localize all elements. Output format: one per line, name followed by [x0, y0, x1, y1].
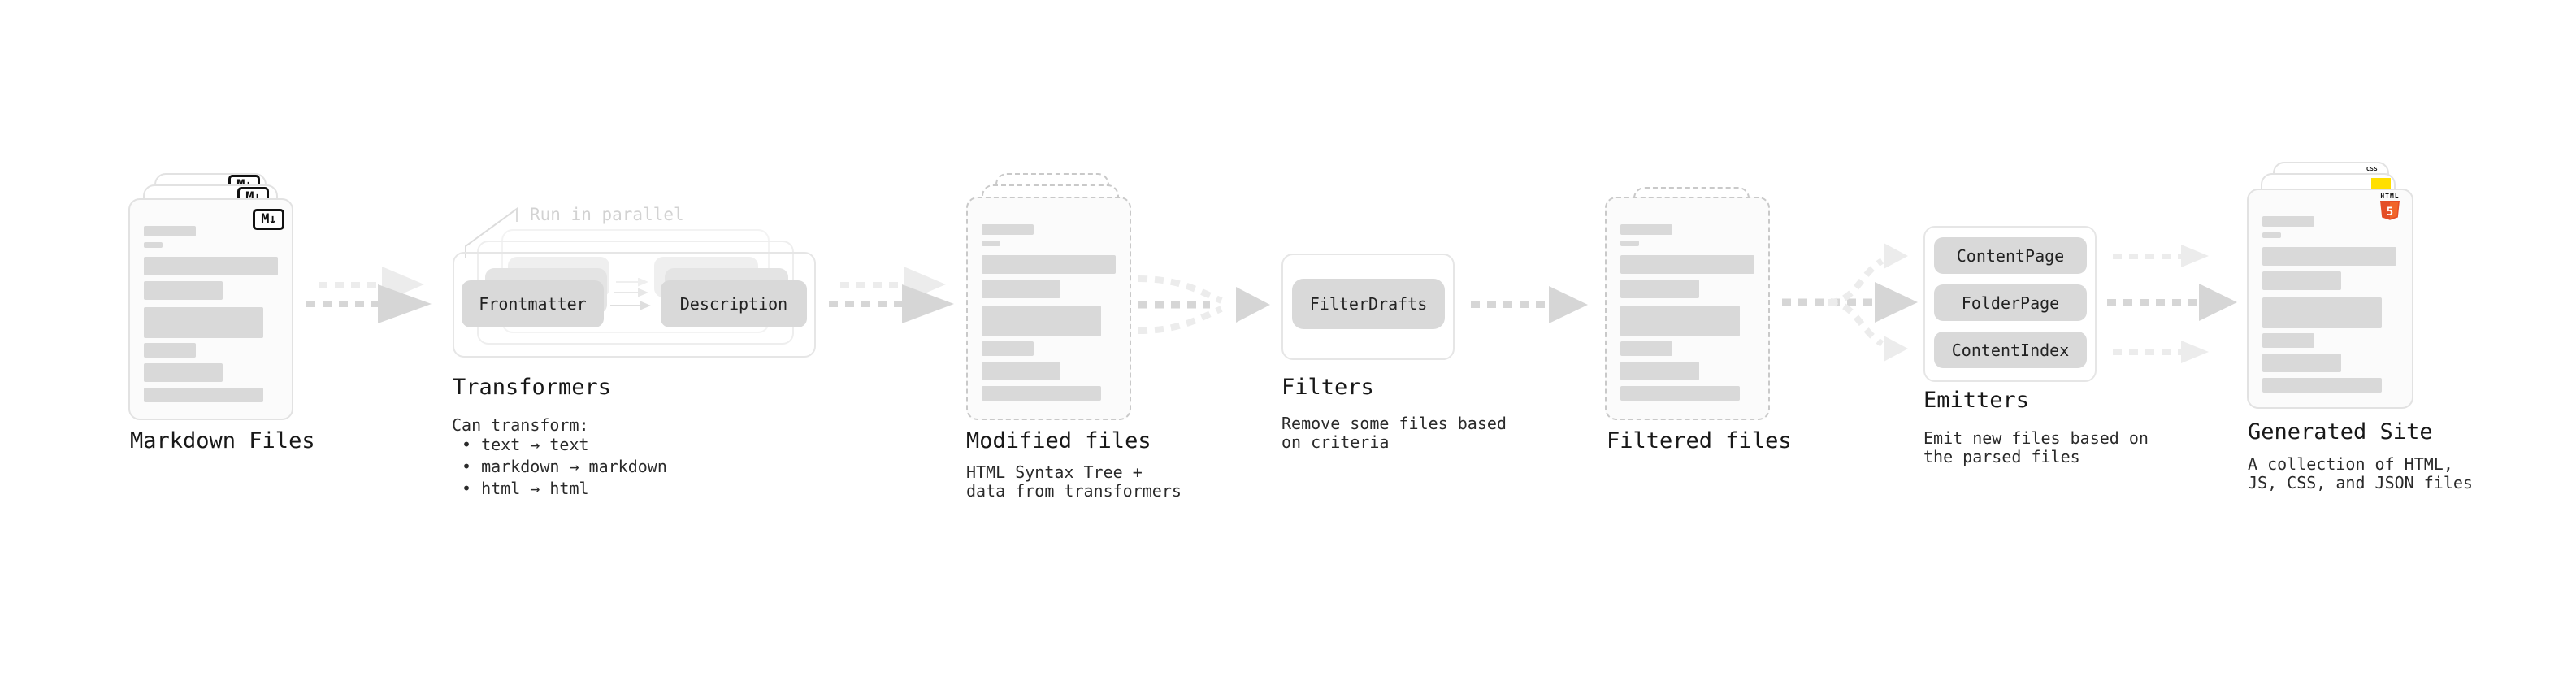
placeholder-bar: [2262, 297, 2382, 328]
modified-files-label: Modified files: [966, 428, 1151, 453]
placeholder-bar: [982, 306, 1101, 336]
split-arrowhead-top-icon: [1884, 243, 1908, 269]
markdown-file-front: M↓: [128, 198, 293, 420]
mini-arrow-icon: [616, 277, 648, 287]
filtered-files-label: Filtered files: [1607, 428, 1792, 453]
folderpage-pill: FolderPage: [1934, 284, 2087, 321]
flow-arrow-icon: [306, 284, 432, 323]
placeholder-bar: [1620, 341, 1672, 356]
placeholder-bar: [144, 343, 196, 358]
generated-site-desc: A collection of HTML, JS, CSS, and JSON …: [2248, 454, 2473, 492]
arrow-split-to-emitters: [1782, 243, 1918, 362]
arrow-merge-to-filters: [1138, 275, 1270, 334]
generated-site-label: Generated Site: [2248, 419, 2433, 445]
placeholder-bar: [1620, 362, 1699, 380]
mini-arrow-icon: [614, 288, 648, 297]
arrow-markdown-to-transformers: [306, 267, 445, 325]
filtered-file-front: [1605, 197, 1770, 420]
placeholder-bar: [982, 386, 1101, 401]
split-arrowhead-icon: [1875, 282, 1918, 323]
transformers-bullet-list: • text → text • markdown → markdown • ht…: [462, 434, 667, 500]
placeholder-bar: [144, 281, 223, 300]
arrow-emitters-mid: [2107, 284, 2237, 321]
placeholder-bar: [2262, 354, 2341, 372]
svg-text:5: 5: [2387, 206, 2393, 219]
bullet-item: • text → text: [462, 435, 589, 454]
run-in-parallel-note: Run in parallel: [530, 205, 684, 224]
placeholder-bar: [144, 307, 263, 338]
transformer-box-front: [453, 252, 816, 358]
placeholder-bar: [1620, 255, 1754, 274]
doc-content-placeholder: [144, 226, 278, 402]
markdown-files-label: Markdown Files: [130, 428, 315, 453]
bullet-item: • html → html: [462, 479, 589, 498]
merge-arrowhead-icon: [1236, 287, 1270, 323]
placeholder-bar: [2262, 271, 2341, 290]
frontmatter-pill: Frontmatter: [462, 280, 604, 327]
doc-content-placeholder: [982, 224, 1116, 401]
emitters-desc: Emit new files based on the parsed files: [1923, 428, 2149, 466]
placeholder-bar: [2262, 216, 2314, 227]
placeholder-bar: [2262, 247, 2396, 266]
placeholder-bar: [982, 280, 1060, 298]
doc-content-placeholder: [2262, 216, 2398, 393]
split-arrowhead-bottom-icon: [1884, 336, 1908, 362]
placeholder-bar: [2262, 378, 2382, 393]
doc-content-placeholder: [1620, 224, 1754, 401]
placeholder-bar: [144, 242, 163, 248]
placeholder-bar: [1620, 280, 1699, 298]
mini-arrow-icon: [610, 301, 651, 310]
placeholder-bar: [1620, 386, 1740, 401]
js-icon: [2371, 178, 2391, 189]
bullet-item: • markdown → markdown: [462, 457, 667, 476]
filterdrafts-pill: FilterDrafts: [1292, 279, 1445, 329]
transformers-desc-heading: Can transform:: [452, 415, 589, 435]
placeholder-bar: [1620, 306, 1740, 336]
placeholder-bar: [144, 388, 263, 402]
filters-box: [1281, 254, 1455, 360]
transformers-label: Transformers: [453, 375, 612, 400]
arrow-filters-to-filtered: [1471, 286, 1588, 323]
modified-file-front: [966, 197, 1131, 420]
modified-files-desc: HTML Syntax Tree + data from transformer…: [966, 462, 1182, 501]
placeholder-bar: [144, 363, 223, 382]
placeholder-bar: [982, 341, 1034, 356]
placeholder-bar: [144, 257, 278, 275]
arrow-emitters-bottom: [2113, 340, 2209, 363]
placeholder-bar: [144, 226, 196, 236]
contentpage-pill: ContentPage: [1934, 237, 2087, 274]
generated-file-html: HTML 5: [2247, 189, 2413, 409]
contentindex-pill: ContentIndex: [1934, 332, 2087, 368]
description-pill: Description: [661, 280, 807, 327]
placeholder-bar: [1620, 241, 1639, 246]
flow-arrow-icon: [829, 284, 954, 323]
placeholder-bar: [982, 255, 1116, 274]
filters-label: Filters: [1281, 375, 1374, 400]
emitters-box: [1923, 226, 2097, 382]
emitters-label: Emitters: [1923, 388, 2030, 413]
placeholder-bar: [982, 224, 1034, 235]
markdown-icon: M↓: [253, 209, 284, 230]
filters-desc: Remove some files based on criteria: [1281, 414, 1507, 452]
placeholder-bar: [2262, 232, 2281, 238]
placeholder-bar: [1620, 224, 1672, 235]
arrow-transformers-to-modified: [829, 267, 967, 325]
placeholder-bar: [982, 241, 1000, 246]
placeholder-bar: [2262, 333, 2314, 348]
html5-icon: HTML 5: [2380, 193, 2400, 220]
arrow-emitters-top: [2113, 245, 2209, 267]
placeholder-bar: [982, 362, 1060, 380]
